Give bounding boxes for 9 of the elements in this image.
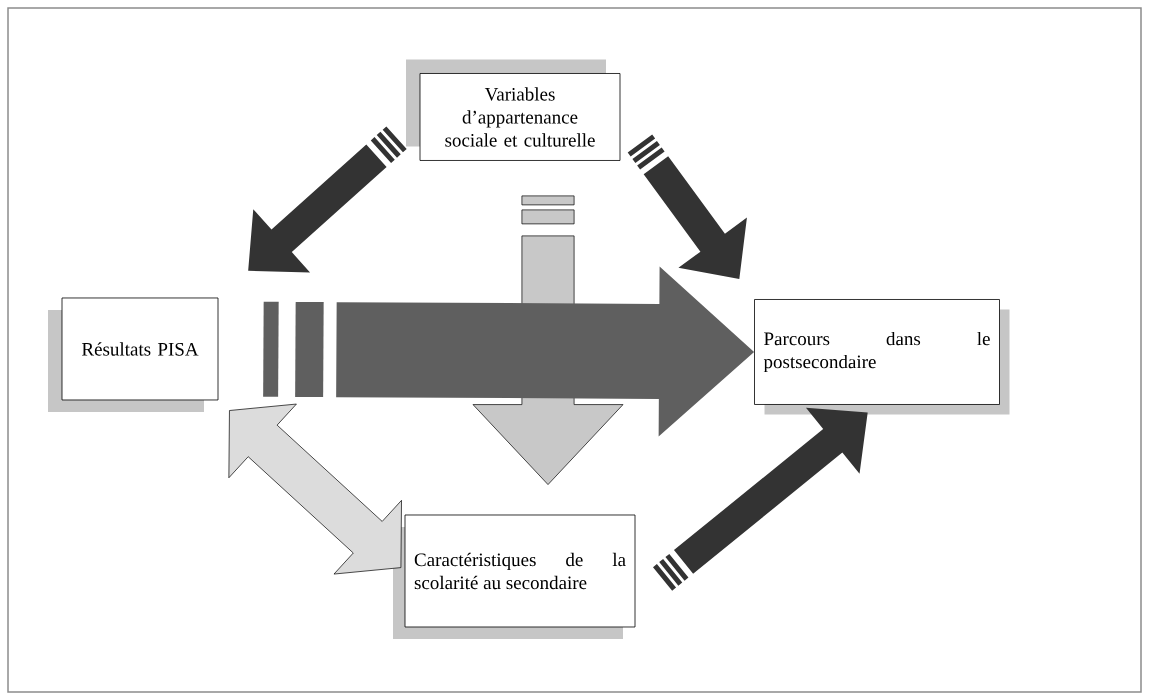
text-box: Caractéristiques de la scolarité au secondaire	[393, 514, 636, 639]
block-arrow	[263, 266, 755, 437]
text-box: Variables d’appartenance sociale et culturelle	[406, 59, 621, 161]
text-box: Parcours dans le postsecondaire	[754, 299, 1010, 415]
block-arrow	[228, 403, 402, 575]
text-box: Résultats PISA	[48, 297, 219, 412]
block-arrow	[653, 407, 868, 591]
block-arrow	[627, 134, 747, 279]
block-arrow	[248, 126, 407, 273]
